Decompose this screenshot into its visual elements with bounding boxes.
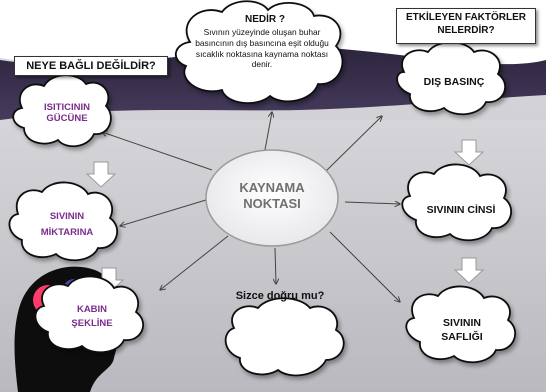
definition-text: Sıvının yüzeyinde oluşan buhar basıncını… bbox=[195, 27, 329, 70]
cloud-sivinin-cinsi bbox=[401, 163, 512, 242]
label-kabin-sekline: KABIN ŞEKLİNE bbox=[71, 304, 113, 330]
cloud-isiticinin bbox=[12, 74, 112, 148]
label-sivinin-cinsi: SIVININ CİNSİ bbox=[426, 204, 496, 216]
arrow-to-sivinin-cinsi bbox=[344, 202, 400, 204]
cloud-sivinin-miktarina bbox=[8, 181, 118, 262]
arrow-to-sivinin-miktarina bbox=[120, 199, 207, 226]
center-node bbox=[205, 149, 339, 247]
cloud-kabin-sekline bbox=[34, 275, 144, 354]
right-title-box: ETKİLEYEN FAKTÖRLER NELERDİR? bbox=[396, 8, 536, 44]
cloud-dis-basinc bbox=[396, 41, 506, 116]
flow-arrows bbox=[85, 139, 485, 294]
definition-cloud bbox=[175, 0, 344, 104]
right-title: ETKİLEYEN FAKTÖRLER NELERDİR? bbox=[405, 12, 526, 36]
down-arrow-left-1 bbox=[85, 161, 117, 188]
arrow-to-sivinin-safligi bbox=[329, 231, 400, 302]
label-dis-basinc: DIŞ BASINÇ bbox=[423, 76, 485, 88]
arrow-to-dis-basinc bbox=[324, 116, 382, 173]
arrow-to-kabin-sekline bbox=[160, 235, 229, 290]
center-label: KAYNAMA NOKTASI bbox=[239, 180, 305, 212]
connector-arrows bbox=[102, 112, 400, 302]
label-sivinin-safligi: SIVININ SAFLIĞI bbox=[441, 317, 483, 344]
question-text: Sizce doğru mu? bbox=[235, 290, 325, 302]
left-title: NEYE BAĞLI DEĞİLDİR? bbox=[26, 60, 156, 72]
arrow-to-isiticinin bbox=[102, 132, 213, 171]
arrow-to-question bbox=[275, 247, 276, 284]
label-sivinin-miktarina: SIVININ MİKTARINA bbox=[40, 211, 94, 239]
answer-cloud bbox=[224, 297, 345, 377]
down-arrow-right-1 bbox=[453, 139, 485, 166]
left-title-box: NEYE BAĞLI DEĞİLDİR? bbox=[14, 56, 168, 76]
cloud-sivinin-safligi bbox=[405, 285, 516, 364]
label-isiticinin: ISITICININ GÜCÜNE bbox=[44, 102, 90, 124]
down-arrow-right-2 bbox=[453, 257, 485, 284]
definition-title: NEDİR ? bbox=[245, 14, 285, 25]
